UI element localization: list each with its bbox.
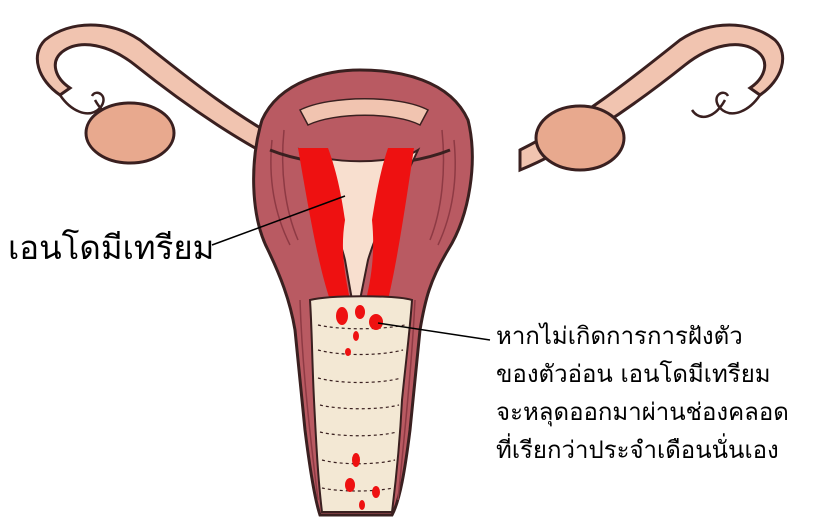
left-ovary: [86, 103, 174, 163]
right-ovary: [536, 106, 624, 170]
note-line: หากไม่เกิดการการฝังตัว: [496, 317, 789, 355]
endometrium-label: เอนโดมีเทรียม: [8, 228, 214, 268]
menstruation-note: หากไม่เกิดการการฝังตัว ของตัวอ่อน เอนโดม…: [496, 317, 789, 469]
note-line: ของตัวอ่อน เอนโดมีเทรียม: [496, 355, 789, 393]
note-line: จะหลุดออกมาผ่านช่องคลอด: [496, 393, 789, 431]
note-line: ที่เรียกว่าประจำเดือนนั่นเอง: [496, 431, 789, 469]
